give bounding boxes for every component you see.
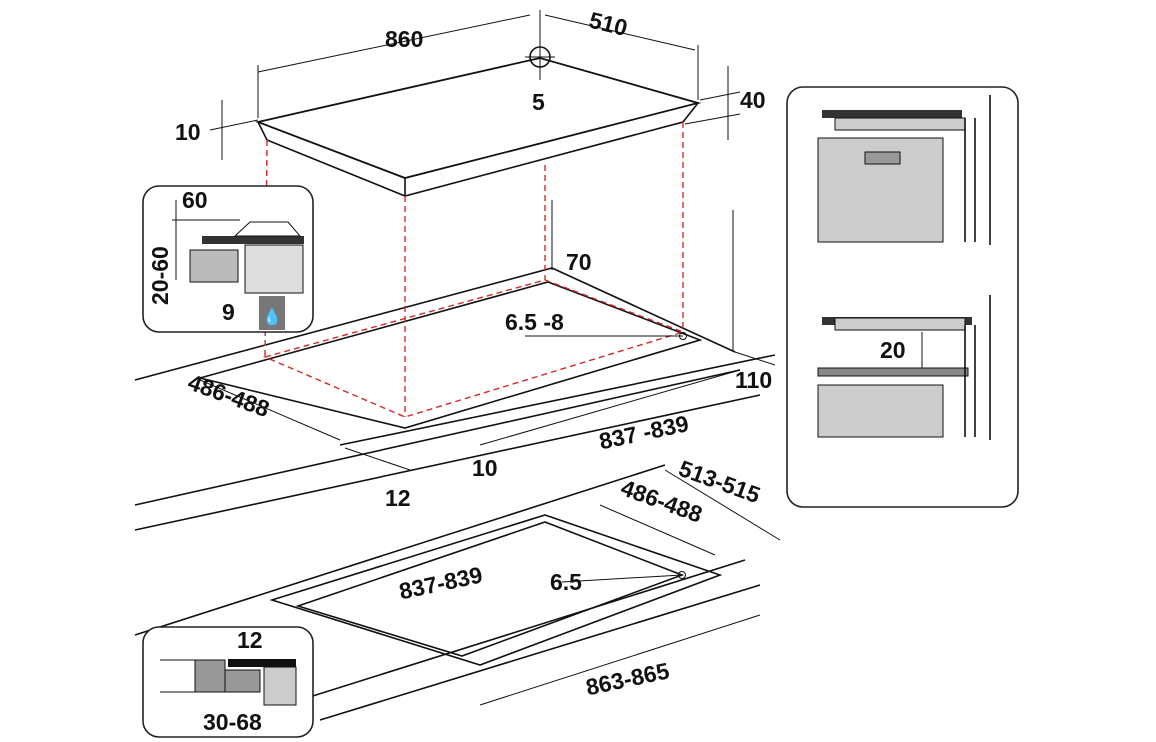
dim-hob-width: 860 — [385, 26, 423, 52]
side-view-panel — [786, 86, 1019, 508]
hob-drawing — [209, 10, 741, 197]
flame-icon — [259, 296, 285, 330]
dim-flush-corner-radius: 6.5 — [550, 569, 582, 595]
dim-side-distance: 110 — [735, 367, 772, 393]
dim-flush-outer-width: 863-865 — [584, 657, 672, 700]
dim-gas-inlet: 5 — [532, 89, 545, 115]
dim-corner-radius: 6.5 -8 — [505, 309, 564, 335]
dim-cabinet-gap: 20-60 — [147, 246, 173, 305]
dim-bottom-gap: 9 — [222, 299, 235, 325]
dim-glass-thickness: 10 — [175, 119, 201, 145]
dim-rebate-depth: 12 — [237, 627, 263, 653]
dim-back-distance: 70 — [566, 249, 592, 275]
inset-clearance: 💧 — [142, 185, 314, 333]
dim-front-distance: 10 — [472, 455, 498, 481]
dim-top-clearance: 60 — [182, 187, 208, 213]
dim-hob-height: 40 — [740, 87, 766, 113]
dim-worktop-thickness: 30-68 — [203, 709, 262, 735]
inset-rebate — [142, 626, 314, 738]
dim-cutout-width: 837 -839 — [597, 410, 691, 454]
svg-text:💧: 💧 — [262, 307, 282, 326]
dim-hob-depth: 510 — [587, 7, 631, 42]
dim-cutout-depth: 486-488 — [185, 369, 273, 422]
cutout-drawing — [134, 122, 776, 531]
dim-side-gap: 20 — [880, 337, 906, 363]
flush-mount-drawing — [134, 464, 781, 721]
dim-worktop-min: 12 — [385, 485, 411, 511]
